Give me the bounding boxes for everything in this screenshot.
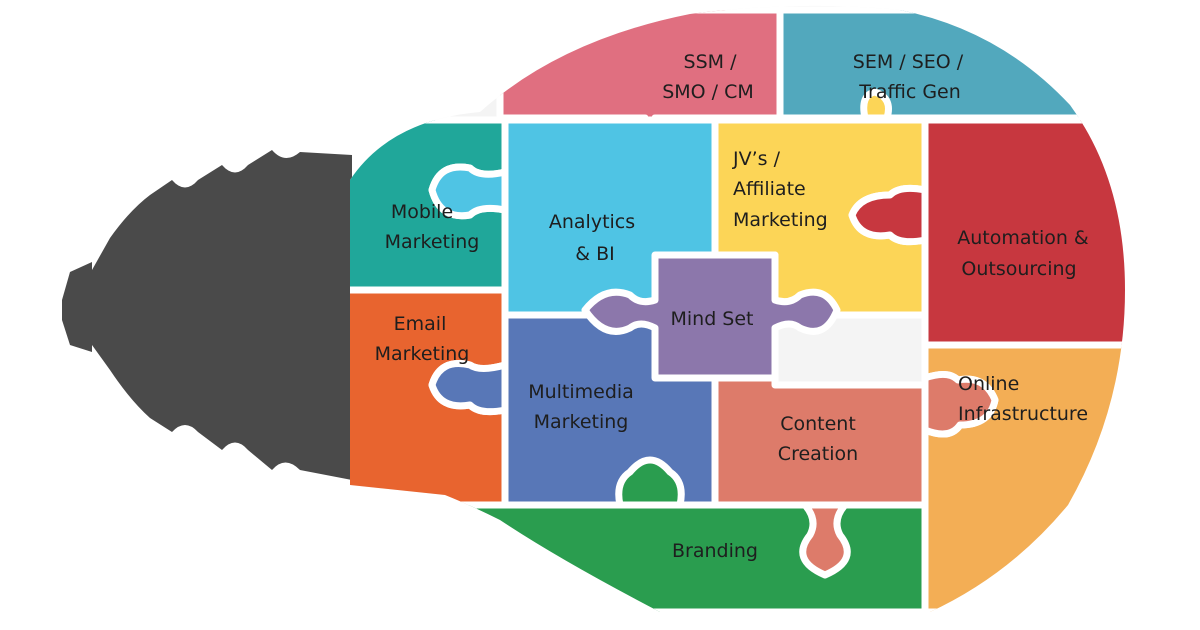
label-sem-line2: Traffic Gen bbox=[858, 81, 961, 103]
sem-knob bbox=[860, 88, 892, 122]
label-automation-line1: Automation & bbox=[957, 227, 1089, 249]
label-ssm-line2: SMO / CM bbox=[662, 81, 754, 103]
label-jv-line1: JV’s / bbox=[732, 148, 781, 170]
email-knob bbox=[428, 360, 509, 416]
label-analytics-line2: & BI bbox=[575, 243, 615, 265]
label-multimedia-line2: Marketing bbox=[534, 411, 629, 433]
label-mindset: Mind Set bbox=[670, 308, 753, 330]
branding-knob bbox=[615, 456, 685, 509]
label-online-line2: Infrastructure bbox=[958, 403, 1088, 425]
label-analytics-line1: Analytics bbox=[549, 211, 635, 233]
automation-knob bbox=[848, 184, 929, 246]
label-content-line2: Creation bbox=[778, 443, 858, 465]
label-jv-line3: Marketing bbox=[733, 209, 828, 231]
label-automation-line2: Outsourcing bbox=[961, 258, 1076, 280]
piece-labels: SSM / SMO / CM SEM / SEO / Traffic Gen M… bbox=[375, 51, 1089, 562]
online-knob bbox=[921, 371, 999, 438]
puzzle-piece-mindset bbox=[581, 251, 841, 382]
label-content-line1: Content bbox=[780, 413, 856, 435]
bulb-base-tip bbox=[62, 262, 92, 352]
mobile-knob bbox=[428, 163, 509, 220]
label-email-line1: Email bbox=[394, 313, 447, 335]
label-online-line1: Online bbox=[958, 373, 1019, 395]
bulb-screw-base bbox=[92, 150, 352, 480]
bulb-base-icon bbox=[62, 150, 352, 480]
label-mobile-line2: Marketing bbox=[385, 231, 480, 253]
label-jv-line2: Affiliate bbox=[733, 178, 806, 200]
label-branding: Branding bbox=[672, 540, 758, 562]
label-mobile-line1: Mobile bbox=[391, 201, 453, 223]
label-sem-line1: SEM / SEO / bbox=[853, 51, 964, 73]
label-email-line2: Marketing bbox=[375, 343, 470, 365]
content-knob bbox=[799, 501, 851, 579]
label-multimedia-line1: Multimedia bbox=[528, 381, 634, 403]
label-ssm-line1: SSM / bbox=[684, 51, 738, 73]
puzzle-piece-automation bbox=[921, 116, 1125, 349]
